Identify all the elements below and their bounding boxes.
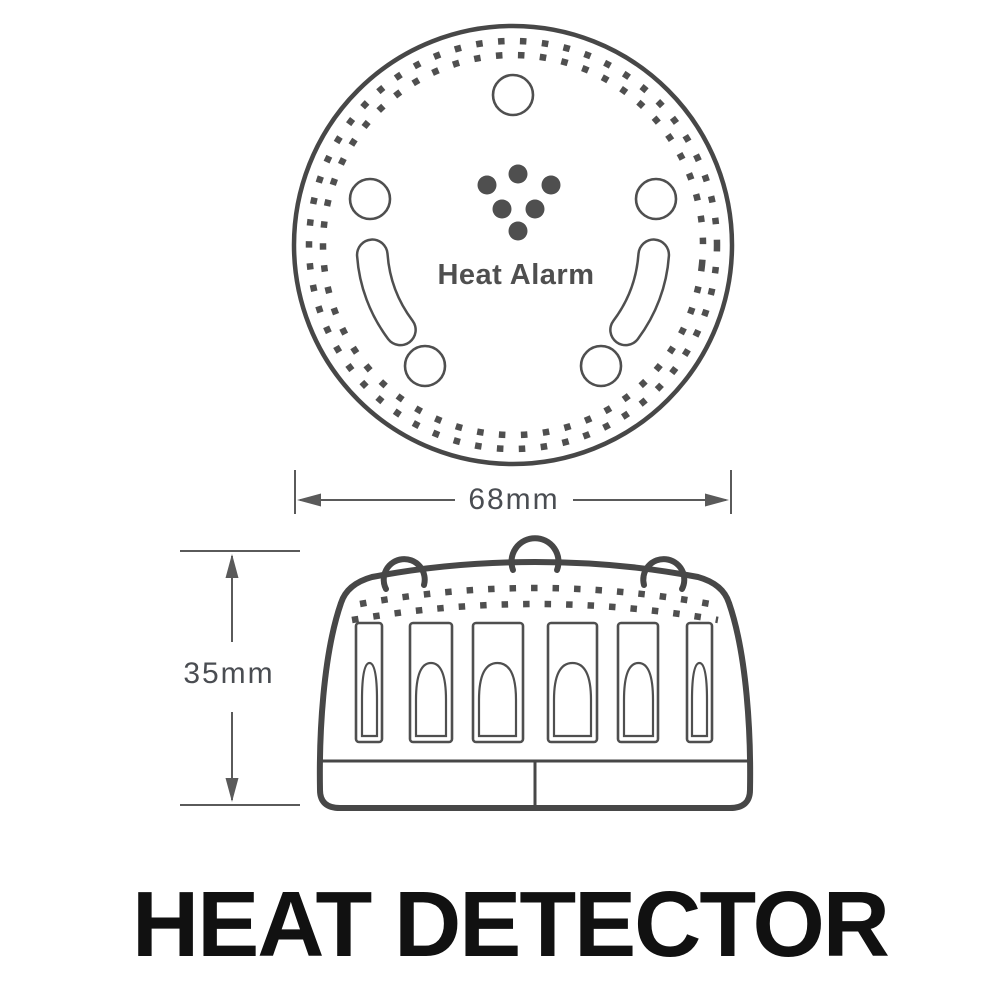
height-dimension-label: 35mm: [183, 657, 274, 690]
arrow-down-icon: [225, 778, 239, 802]
sounder-holes: [477, 164, 561, 241]
mounting-clips: [380, 535, 688, 592]
vent-hole-row-upper: [359, 584, 711, 608]
mounting-clip-right: [640, 556, 688, 592]
side-view: [316, 535, 754, 811]
mounting-clip-center: [508, 535, 562, 573]
fixing-slot-left-fill: [358, 240, 415, 344]
arrow-up-icon: [225, 554, 239, 578]
perforation-ring-outer: [305, 37, 721, 453]
mounting-hole: [348, 177, 392, 221]
sounder-hole: [477, 175, 497, 195]
height-dimension: 35mm: [180, 550, 300, 806]
sounder-hole: [508, 221, 528, 241]
mounting-holes: [348, 73, 678, 388]
device-label: Heat Alarm: [437, 259, 594, 291]
page-title: HEAT DETECTOR: [132, 872, 889, 976]
vent-hole-rows: [351, 584, 719, 624]
mounting-clip-left: [380, 556, 428, 592]
curved-fixing-slots: [355, 238, 671, 347]
sounder-hole: [492, 199, 512, 219]
mounting-hole: [491, 73, 535, 117]
mounting-hole: [403, 344, 447, 388]
top-view: Heat Alarm: [291, 23, 735, 467]
vent-hole-row-lower: [351, 600, 719, 624]
width-dimension-label: 68mm: [468, 483, 559, 516]
vent-tongue: [690, 661, 709, 738]
vent-tongue: [414, 661, 448, 738]
vent-tongue: [477, 661, 518, 738]
sounder-hole: [525, 199, 545, 219]
arrow-right-icon: [705, 493, 729, 507]
width-dimension: 68mm: [294, 470, 732, 516]
vent-slots: [354, 621, 714, 744]
perforation-rings: [305, 37, 721, 453]
top-view-outer-rim: [291, 23, 735, 467]
fixing-slot-right-fill: [611, 240, 668, 344]
mounting-hole: [634, 177, 678, 221]
vent-tongue: [360, 661, 379, 738]
vent-tongue: [622, 661, 655, 738]
sounder-hole: [541, 175, 561, 195]
sounder-hole: [508, 164, 528, 184]
vent-tongue: [552, 661, 593, 738]
perforation-ring-inner: [319, 51, 707, 439]
arrow-left-icon: [297, 493, 321, 507]
mounting-hole: [579, 344, 623, 388]
